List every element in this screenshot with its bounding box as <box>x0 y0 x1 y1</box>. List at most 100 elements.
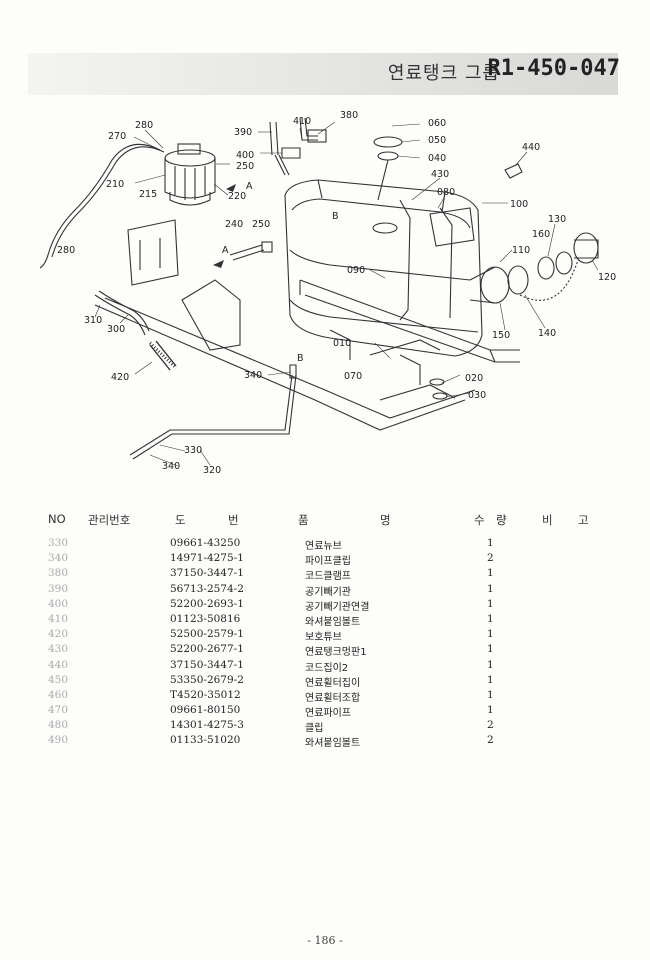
frame-rails <box>94 279 520 431</box>
callout: 210 <box>106 179 124 190</box>
fuel-hose-270 <box>47 143 161 256</box>
callout: 070 <box>344 371 362 382</box>
callout: 040 <box>428 153 446 164</box>
row-no: 400 <box>48 597 69 610</box>
callout: 280 <box>57 245 75 256</box>
row-part-number: 37150-3447-1 <box>170 658 244 671</box>
row-part-name: 와셔붙임볼트 <box>305 738 361 750</box>
callout: 220 <box>228 191 246 202</box>
callout: 270 <box>108 131 126 142</box>
row-part-name: 와셔붙임볼트 <box>305 616 361 628</box>
callout: 410 <box>293 116 311 127</box>
row-part-name: 공기빼기관 <box>305 586 351 598</box>
callout: 120 <box>598 272 616 283</box>
row-part-number: 52200-2693-1 <box>170 597 244 610</box>
row-no: 470 <box>48 704 69 717</box>
callout: 050 <box>428 135 446 146</box>
header-band <box>28 53 618 95</box>
row-no: 460 <box>48 688 69 701</box>
callout: 390 <box>234 127 252 138</box>
row-no: 480 <box>48 719 69 732</box>
row-part-number: 14301-4275-3 <box>170 719 244 732</box>
callout: 140 <box>538 328 556 339</box>
row-qty: 1 <box>487 582 494 595</box>
col-note-1: 비 <box>542 513 553 527</box>
callout: 215 <box>139 189 157 200</box>
callout: 100 <box>510 199 528 210</box>
exploded-parts-diagram: 280 270 390 410 380 060 050 040 400 250 … <box>39 110 616 476</box>
row-qty: 1 <box>487 643 494 656</box>
callout: 340 <box>162 461 180 472</box>
row-part-name: 보호튜브 <box>305 632 342 644</box>
callout: 420 <box>111 372 129 383</box>
row-qty: 2 <box>487 734 494 747</box>
row-part-name: 공기빼기관연결 <box>305 601 370 613</box>
table-row: 380 37150-3447-1 코드클램프 1 <box>0 567 650 582</box>
row-part-name: 연료휠터집이 <box>305 677 361 689</box>
callout: 030 <box>468 390 486 401</box>
callout: 330 <box>184 445 202 456</box>
row-part-name: 클립 <box>305 723 324 735</box>
callout: 240 <box>225 219 243 230</box>
row-part-number: 14971-4275-1 <box>170 552 244 565</box>
callout: 090 <box>347 265 365 276</box>
row-qty: 2 <box>487 719 494 732</box>
callout: 320 <box>203 465 221 476</box>
row-no: 430 <box>48 643 69 656</box>
row-no: 380 <box>48 567 69 580</box>
col-note-2: 고 <box>578 513 589 527</box>
callout: 250 <box>236 161 254 172</box>
callout: 400 <box>236 150 254 161</box>
row-qty: 1 <box>487 612 494 625</box>
row-qty: 1 <box>487 688 494 701</box>
row-no: 390 <box>48 582 69 595</box>
callout: B <box>332 211 339 222</box>
row-part-number: 52500-2579-1 <box>170 628 244 641</box>
row-no: 440 <box>48 658 69 671</box>
row-part-number: 52200-2677-1 <box>170 643 244 656</box>
row-qty: 2 <box>487 552 494 565</box>
callout: 150 <box>492 330 510 341</box>
row-part-number: 09661-80150 <box>170 704 241 717</box>
row-no: 410 <box>48 612 69 625</box>
table-row: 430 52200-2677-1 연료탱크멍판1 1 <box>0 643 650 658</box>
row-part-name: 연료탱크멍판1 <box>305 647 367 659</box>
row-part-number: 09661-43250 <box>170 537 241 549</box>
col-qty-2: 량 <box>496 513 507 527</box>
col-mgmt-no: 관리번호 <box>88 513 131 527</box>
parts-table-header: NO 관리번호 도 번 품 명 수 량 비 고 <box>0 512 650 530</box>
row-qty: 1 <box>487 597 494 610</box>
row-qty: 1 <box>487 567 494 580</box>
callout-labels: 280 270 390 410 380 060 050 040 400 250 … <box>57 110 616 476</box>
callout: A <box>222 245 229 256</box>
table-row: 340 14971-4275-1 파이프클립 2 <box>0 552 650 567</box>
row-part-name: 코드클램프 <box>305 571 351 583</box>
page-number: - 186 - <box>307 934 343 947</box>
callout: 440 <box>522 142 540 153</box>
row-no: 330 <box>48 537 69 549</box>
row-part-name: 파이프클립 <box>305 556 351 568</box>
row-qty: 1 <box>487 673 494 686</box>
row-part-name: 연료파이프 <box>305 708 351 720</box>
col-drawing-2: 번 <box>228 513 239 527</box>
callout: 250 <box>252 219 270 230</box>
row-part-name: 연료뉴브 <box>305 541 342 552</box>
row-no: 340 <box>48 552 69 565</box>
callout: 130 <box>548 214 566 225</box>
parts-table-body: 330 09661-43250 연료뉴브 1 340 14971-4275-1 파이프클립… <box>0 537 650 750</box>
callout: 300 <box>107 324 125 335</box>
callout: 080 <box>437 187 455 198</box>
callout: A <box>246 181 253 192</box>
row-part-number: 37150-3447-1 <box>170 567 244 580</box>
callout: 380 <box>340 110 358 121</box>
callout: 110 <box>512 245 530 256</box>
page-title: 연료탱크 그룹 <box>387 63 500 84</box>
